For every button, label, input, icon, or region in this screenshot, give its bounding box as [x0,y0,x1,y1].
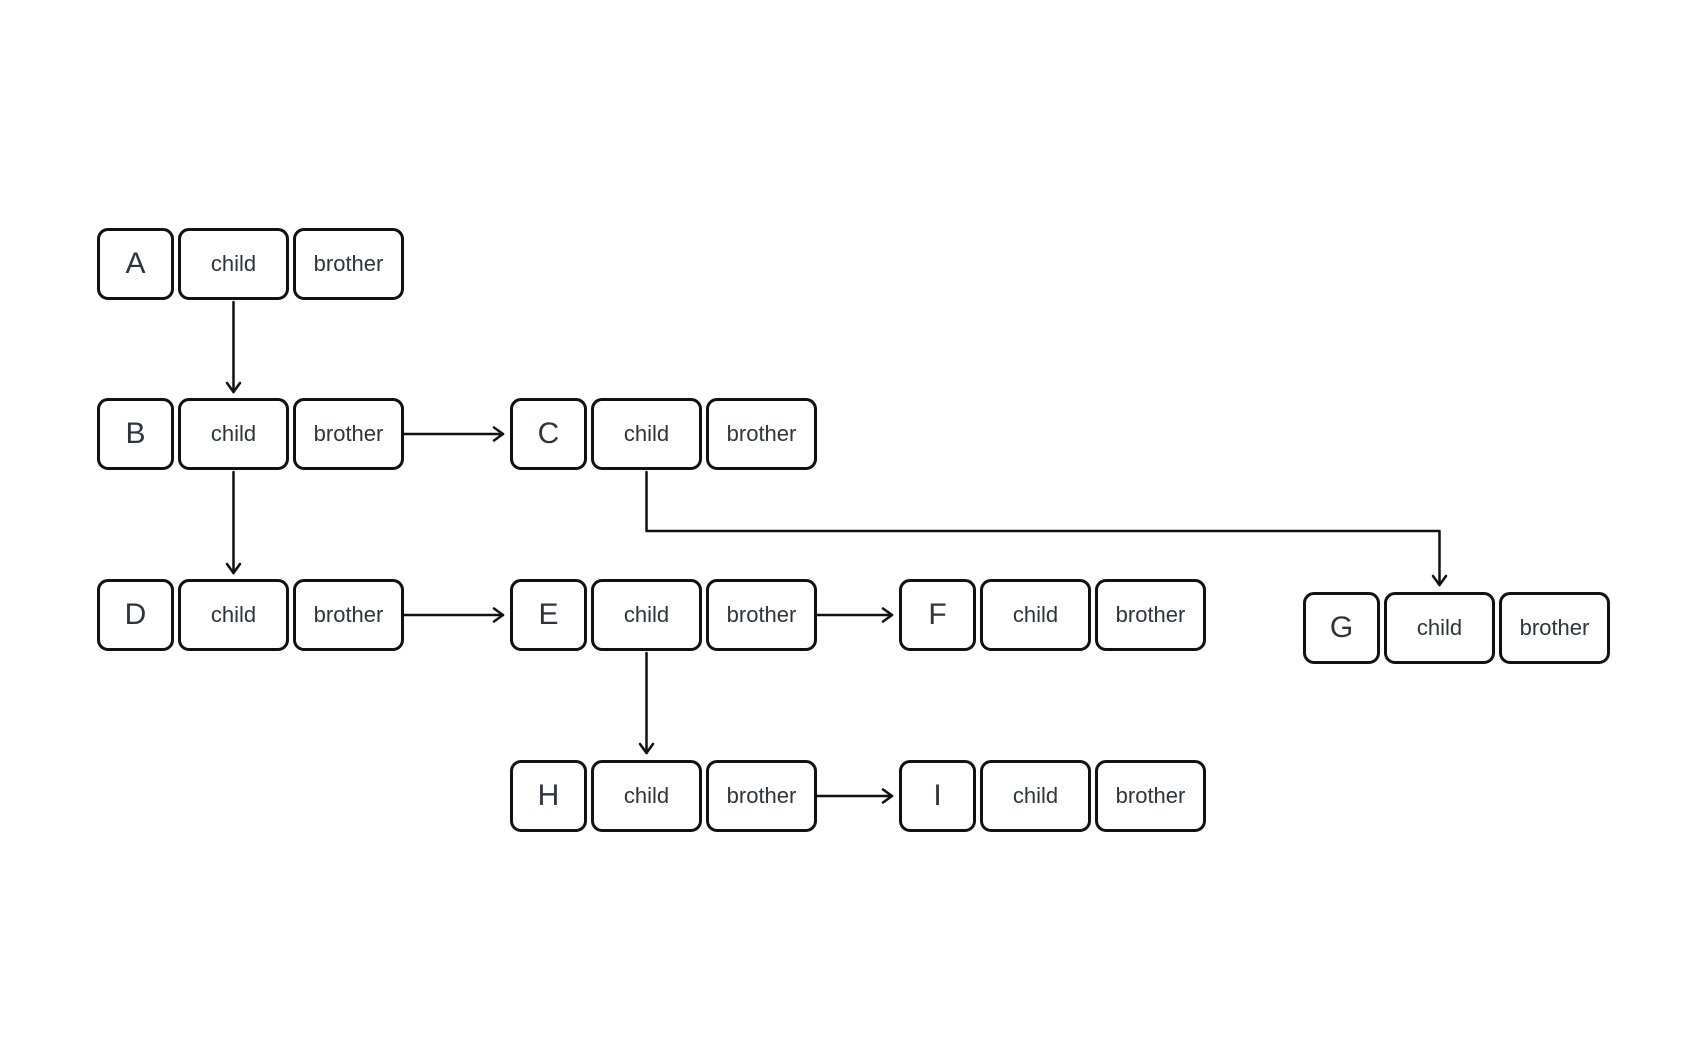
node-C-brother-box: brother [706,398,817,470]
node-label: H [537,779,560,812]
node-H-child-box: child [591,760,702,832]
node-G-label-box: G [1303,592,1380,664]
brother-pointer-label: brother [1115,602,1186,627]
node-label: D [124,598,147,631]
node-label: C [537,417,560,450]
node-B-child-box: child [178,398,289,470]
node-E: E child brother [510,579,817,651]
child-pointer-label: child [1416,615,1463,640]
node-A-child-box: child [178,228,289,300]
child-pointer-label: child [1012,783,1059,808]
node-D-child-box: child [178,579,289,651]
node-F-child-box: child [980,579,1091,651]
child-pointer-label: child [623,783,670,808]
node-I-child-box: child [980,760,1091,832]
brother-pointer-label: brother [726,783,797,808]
node-G-child-box: child [1384,592,1495,664]
node-D-label-box: D [97,579,174,651]
node-F-label-box: F [899,579,976,651]
node-H-label-box: H [510,760,587,832]
child-pointer-label: child [1012,602,1059,627]
node-H: H child brother [510,760,817,832]
node-F-brother-box: brother [1095,579,1206,651]
node-A-label-box: A [97,228,174,300]
node-D: D child brother [97,579,404,651]
node-H-brother-box: brother [706,760,817,832]
node-C-child-box: child [591,398,702,470]
brother-pointer-label: brother [726,421,797,446]
node-label: A [125,247,146,280]
child-pointer-label: child [210,602,257,627]
brother-pointer-label: brother [1519,615,1590,640]
child-pointer-label: child [623,421,670,446]
node-label: B [125,417,146,450]
node-C-label-box: C [510,398,587,470]
brother-pointer-label: brother [313,421,384,446]
node-I: I child brother [899,760,1206,832]
node-B: B child brother [97,398,404,470]
node-E-brother-box: brother [706,579,817,651]
node-E-label-box: E [510,579,587,651]
brother-pointer-label: brother [726,602,797,627]
node-label: G [1329,611,1354,644]
node-G: G child brother [1303,592,1610,664]
node-G-brother-box: brother [1499,592,1610,664]
brother-pointer-label: brother [313,251,384,276]
node-D-brother-box: brother [293,579,404,651]
child-pointer-label: child [210,251,257,276]
node-C: C child brother [510,398,817,470]
node-F: F child brother [899,579,1206,651]
edge-C-child-to-G [645,470,1448,587]
brother-pointer-label: brother [313,602,384,627]
node-I-label-box: I [899,760,976,832]
brother-pointer-label: brother [1115,783,1186,808]
node-I-brother-box: brother [1095,760,1206,832]
node-E-child-box: child [591,579,702,651]
node-A: A child brother [97,228,404,300]
node-B-label-box: B [97,398,174,470]
node-label: F [928,598,947,631]
node-B-brother-box: brother [293,398,404,470]
child-pointer-label: child [623,602,670,627]
node-label: E [538,598,559,631]
child-pointer-label: child [210,421,257,446]
node-label: I [933,779,942,812]
node-A-brother-box: brother [293,228,404,300]
